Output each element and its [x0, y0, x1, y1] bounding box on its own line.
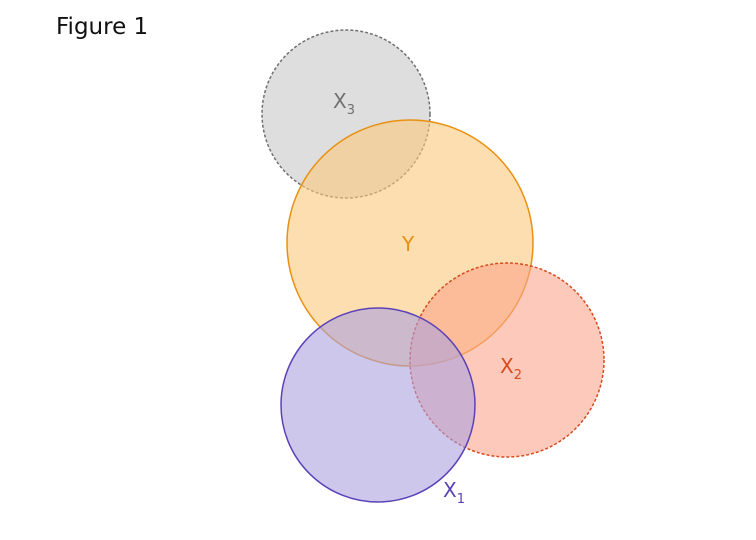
label-x3-main: X [333, 89, 347, 113]
label-y: Y [401, 232, 415, 256]
label-x2-subscript: 2 [514, 368, 522, 383]
label-x1-subscript: 1 [457, 492, 465, 507]
figure-title: Figure 1 [56, 14, 149, 40]
label-x1-main: X [443, 478, 457, 502]
label-x1: X1 [443, 478, 465, 507]
label-x3-subscript: 3 [347, 103, 355, 118]
label-x2: X2 [500, 354, 522, 383]
label-y-main: Y [401, 232, 415, 256]
label-x2-main: X [500, 354, 514, 378]
label-x3: X3 [333, 89, 355, 118]
circle-x1 [280, 307, 476, 503]
